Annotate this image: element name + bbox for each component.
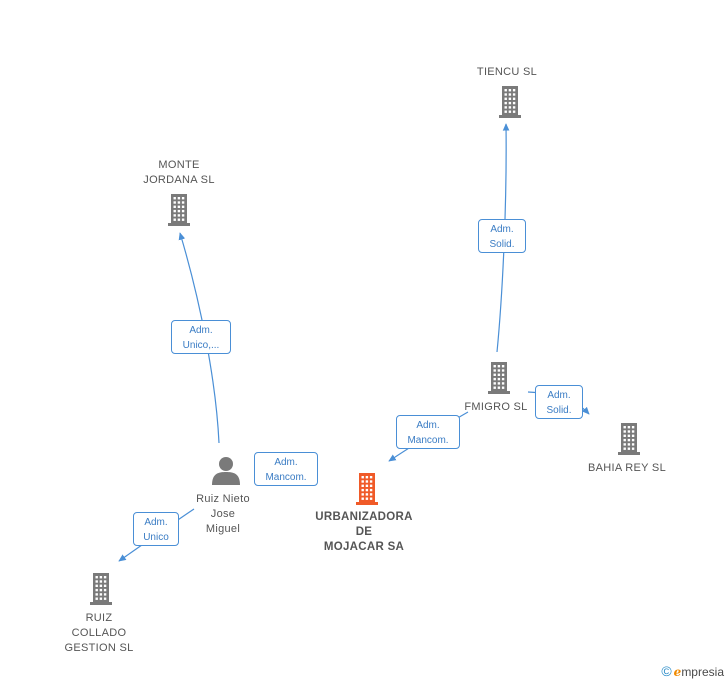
brand-logo-e: e xyxy=(673,665,682,679)
edge-label-line: Solid. xyxy=(546,405,572,416)
building-icon[interactable] xyxy=(499,86,521,118)
edge-label-line: Adm. xyxy=(274,457,298,468)
node-label-line: RUIZ xyxy=(85,612,113,624)
building-icon[interactable] xyxy=(168,194,190,226)
building-icon[interactable] xyxy=(488,362,510,394)
node-label-line: Miguel xyxy=(205,523,241,535)
brand-name: mpresia xyxy=(681,665,724,679)
node-label-line: COLLADO xyxy=(71,627,127,639)
edge-label-line: Adm. xyxy=(490,224,514,235)
edge-label-line: Adm. xyxy=(189,325,213,336)
edge-label-line: Adm. xyxy=(416,420,440,431)
edge-label-line: Solid. xyxy=(489,239,515,250)
person-icon[interactable] xyxy=(212,457,240,485)
edge-label-ruiz-monte[interactable]: Adm. Unico,... xyxy=(171,320,231,354)
node-label-line: JORDANA SL xyxy=(143,174,215,186)
node-label-line: MONTE xyxy=(158,159,200,171)
node-label-line: BAHIA REY SL xyxy=(588,462,666,474)
edge-label-line: Adm. xyxy=(144,517,168,528)
node-label-monte[interactable]: MONTE JORDANA SL xyxy=(124,158,234,188)
edge-label-fmigro-bahia[interactable]: Adm. Solid. xyxy=(535,385,583,419)
node-label-line: Jose xyxy=(210,508,236,520)
node-label-line: FMIGRO SL xyxy=(464,401,528,413)
node-label-line: GESTION SL xyxy=(64,642,134,654)
building-icon[interactable] xyxy=(618,423,640,455)
node-label-line: URBANIZADORA xyxy=(315,511,413,523)
node-label-line: TIENCU SL xyxy=(476,66,538,78)
edge-label-ruiz-urbanizadora[interactable]: Adm. Mancom. xyxy=(254,452,318,486)
copyright-symbol: © xyxy=(661,663,672,679)
empresia-brand: ©empresia xyxy=(661,663,724,679)
node-label-tiencu[interactable]: TIENCU SL xyxy=(462,65,552,80)
edge-label-line: Unico xyxy=(143,532,169,543)
edge-label-line: Mancom. xyxy=(265,472,307,483)
node-label-line: MOJACAR SA xyxy=(323,541,405,553)
edge-label-line: Mancom. xyxy=(407,435,449,446)
edge-label-ruiz-collado[interactable]: Adm. Unico xyxy=(133,512,179,546)
edge-label-fmigro-urbanizadora[interactable]: Adm. Mancom. xyxy=(396,415,460,449)
edge-label-line: Adm. xyxy=(547,390,571,401)
node-label-fmigro[interactable]: FMIGRO SL xyxy=(451,400,541,415)
edge-label-line: Unico,... xyxy=(182,340,220,351)
node-label-line: DE xyxy=(355,526,373,538)
edge-label-fmigro-tiencu[interactable]: Adm. Solid. xyxy=(478,219,526,253)
node-label-urbanizadora[interactable]: URBANIZADORA DE MOJACAR SA xyxy=(304,510,424,555)
node-label-line: Ruiz Nieto xyxy=(196,493,250,505)
node-label-bahia[interactable]: BAHIA REY SL xyxy=(577,461,677,476)
building-icon[interactable] xyxy=(356,473,378,505)
building-icon[interactable] xyxy=(90,573,112,605)
node-label-collado[interactable]: RUIZ COLLADO GESTION SL xyxy=(49,611,149,656)
